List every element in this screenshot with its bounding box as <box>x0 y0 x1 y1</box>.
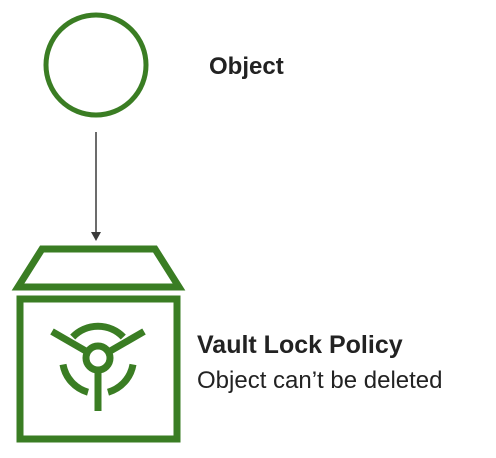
vault-lock-policy-subtitle: Object can’t be deleted <box>197 367 443 394</box>
flow-arrow <box>91 132 101 241</box>
vault-box <box>16 295 181 443</box>
vault-lock-icon <box>11 245 186 443</box>
vault-lid <box>11 245 186 291</box>
vault-lock-policy-title: Vault Lock Policy <box>197 331 403 359</box>
object-circle-icon <box>43 12 149 118</box>
object-label: Object <box>209 53 284 80</box>
vault-dial <box>50 322 146 411</box>
